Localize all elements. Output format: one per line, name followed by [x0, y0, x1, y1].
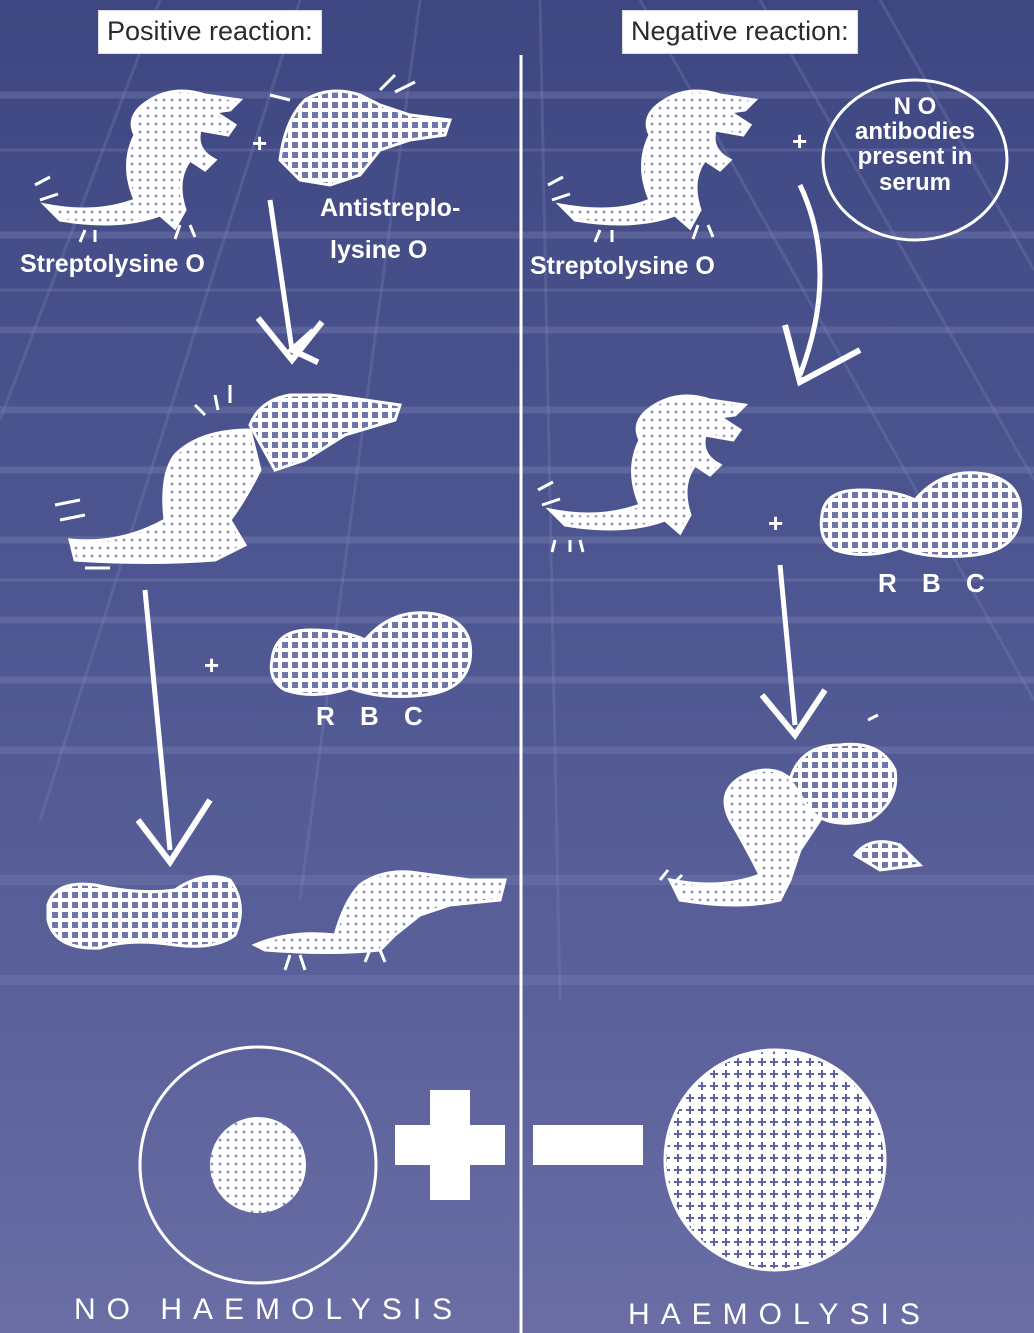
haemolysis-circle	[665, 1050, 885, 1270]
streptolysine-label-right: Streptolysine O	[530, 254, 715, 279]
no-haemolysis-label: NO HAEMOLYSIS	[74, 1295, 463, 1325]
arrow-1-right	[800, 185, 820, 375]
rbc-label-left: R B C	[316, 703, 432, 729]
big-plus-icon	[395, 1090, 505, 1200]
no-haemolysis-center	[210, 1117, 306, 1213]
plus-sign-left-1: +	[252, 130, 267, 156]
neutralized-antibody	[250, 395, 400, 470]
neutralized-complex	[70, 430, 260, 563]
rbc-cell-intact	[48, 877, 240, 948]
free-streptolysine	[550, 396, 745, 533]
arrow-2-left	[145, 590, 170, 850]
no-antibodies-line-2: antibodies	[845, 119, 985, 144]
rbc-cell-right	[821, 473, 1020, 557]
antistreptolysine-label-line1: Antistreplo-	[320, 196, 460, 221]
streptolysine-creature-right	[560, 91, 755, 228]
rbc-cell-left	[271, 613, 470, 697]
no-antibodies-line-1: N O	[845, 94, 985, 119]
complex-bottom	[255, 872, 505, 953]
plus-sign-left-2: +	[204, 652, 219, 678]
arrow-1-left	[270, 200, 292, 350]
no-antibodies-text: N O antibodies present in serum	[845, 94, 985, 195]
positive-title: Positive reaction:	[98, 10, 322, 54]
plus-sign-right-2: +	[768, 510, 783, 536]
plus-sign-right-1: +	[792, 128, 807, 154]
antistreptolysine-creature	[280, 91, 450, 185]
streptolysine-label-left: Streptolysine O	[20, 252, 205, 277]
lysed-rbc-fragments	[790, 744, 920, 870]
haemolysis-label: HAEMOLYSIS	[628, 1300, 931, 1330]
big-minus-icon	[533, 1125, 643, 1165]
streptolysine-creature-left	[45, 91, 240, 228]
no-antibodies-line-4: serum	[845, 170, 985, 195]
rbc-label-right: R B C	[878, 570, 994, 596]
no-antibodies-line-3: present in	[845, 144, 985, 169]
negative-title: Negative reaction:	[622, 10, 858, 54]
antistreptolysine-label-line2: lysine O	[330, 238, 427, 263]
arrow-2-right	[780, 565, 795, 725]
